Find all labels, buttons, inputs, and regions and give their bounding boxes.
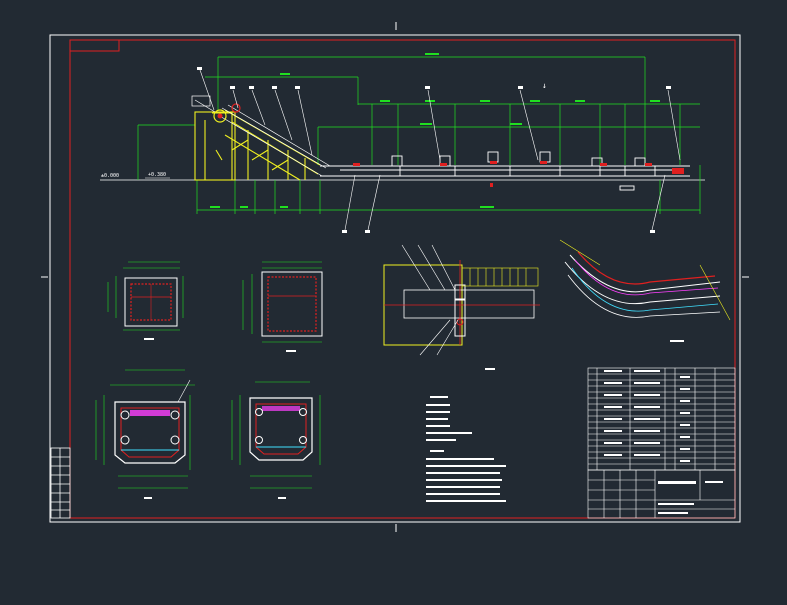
section-detail-2 — [242, 261, 323, 352]
ground-level-label: ±0.000 — [101, 173, 119, 179]
sheet-center-marks — [41, 22, 749, 532]
corner-tag-box — [69, 39, 120, 52]
title-block — [587, 469, 736, 519]
direction-arrow: ↓ — [542, 81, 547, 90]
plan-detail-tail — [383, 244, 540, 370]
technical-notes — [426, 396, 506, 502]
outer-border — [49, 34, 741, 523]
title-block-text — [658, 481, 723, 514]
cross-section-1 — [95, 369, 195, 499]
drive-head — [191, 95, 241, 123]
level-mark-label: +0.380 — [148, 172, 166, 178]
left-side-table — [50, 447, 71, 519]
conveyor-elevation-view: ±0.000 +0.380 — [100, 53, 705, 233]
parts-list-table — [587, 367, 736, 471]
cross-section-2 — [231, 381, 321, 499]
curved-section-detail — [559, 239, 731, 342]
section-detail-1 — [107, 261, 184, 340]
inner-frame — [69, 39, 736, 519]
parts-list-entries — [604, 370, 690, 462]
